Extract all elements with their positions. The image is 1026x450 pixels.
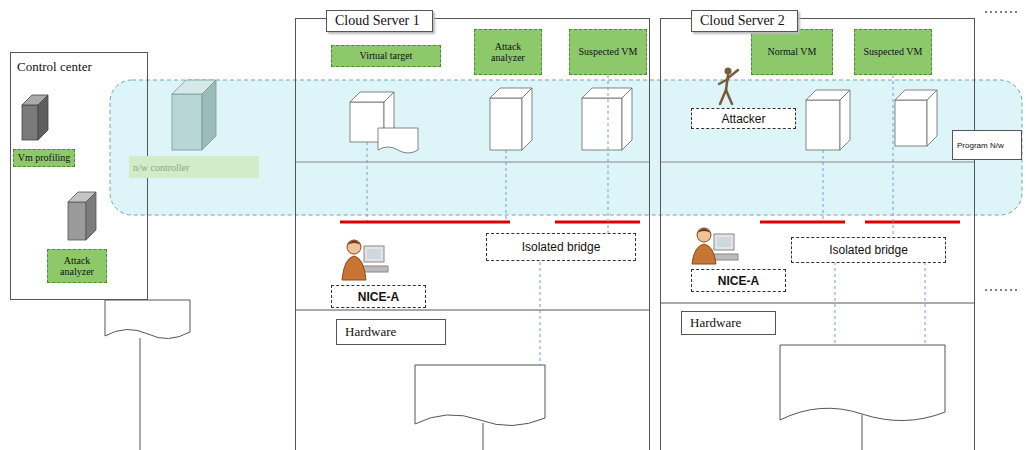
box-label: Isolated bridge [798, 243, 939, 257]
agent-box: NICE-A [691, 269, 786, 292]
server-icon [68, 192, 96, 240]
box-label: Isolated bridge [493, 240, 629, 254]
box-heading: Control center [17, 59, 92, 75]
box-label: Suspected VM [858, 46, 928, 58]
admin-icon [692, 228, 738, 264]
divider-line [660, 162, 975, 163]
bridge-line [340, 221, 960, 224]
component-label: Suspected VM [569, 29, 647, 75]
component-label: Suspected VM [854, 29, 932, 75]
bridge-box: Isolated bridge [791, 237, 946, 263]
network-label: Program N/w [952, 130, 1022, 160]
component-label: Vm profiling [13, 149, 75, 167]
divider-line [660, 303, 975, 304]
wire [140, 338, 862, 450]
box-heading: Cloud Server 2 [691, 10, 798, 32]
hardware-box: Hardware [336, 319, 446, 345]
component-label: n/w controller [129, 156, 259, 178]
box-label: Attack analyzer [51, 255, 103, 278]
box-label: Attack analyzer [478, 41, 538, 64]
vm-cube [895, 90, 937, 146]
attacker-figure [719, 68, 738, 105]
box-label: n/w controller [133, 162, 255, 173]
box-label: Hardware [345, 324, 437, 340]
box-label: Normal VM [755, 46, 829, 58]
bridge-box: Isolated bridge [486, 233, 636, 261]
agent-box: NICE-A [331, 285, 426, 308]
box-label: NICE-A [338, 290, 419, 304]
hardware-box: Hardware [681, 311, 776, 335]
region-box: Vm profilingn/w controllerAttack analyze… [10, 52, 148, 300]
virtual-link [608, 75, 609, 233]
admin-icon [342, 240, 388, 280]
component-label: Attack analyzer [47, 249, 107, 283]
component-label: Attack analyzer [474, 29, 542, 75]
box-label: Vm profiling [17, 152, 71, 164]
attacker-box: Attacker [691, 108, 796, 129]
server-box: Normal VM Suspected VM AttackerNICE-A Isola… [660, 18, 975, 450]
box-label: Suspected VM [573, 46, 643, 58]
server-icon [22, 95, 48, 140]
component-label: Normal VM [751, 29, 833, 75]
virtual-link [893, 75, 894, 237]
divider-line [295, 162, 650, 163]
box-label: NICE-A [698, 274, 779, 288]
vm-cube [806, 90, 850, 150]
box-label: Program N/w [957, 141, 1017, 150]
server-box: Virtual target Attack analyzer Suspected V… [295, 18, 650, 450]
box-label: Attacker [698, 112, 789, 126]
vm-cube [490, 88, 532, 150]
program-network-band [110, 80, 1022, 215]
box-label: Hardware [690, 315, 767, 331]
box-label: Virtual target [335, 50, 437, 62]
vm-cube [582, 88, 632, 150]
controller-cube [172, 80, 216, 150]
document-shape [105, 300, 945, 426]
component-label: Virtual target [331, 45, 441, 67]
vm-cube [350, 92, 418, 153]
divider-line [295, 310, 650, 311]
box-heading: Cloud Server 1 [326, 10, 433, 32]
